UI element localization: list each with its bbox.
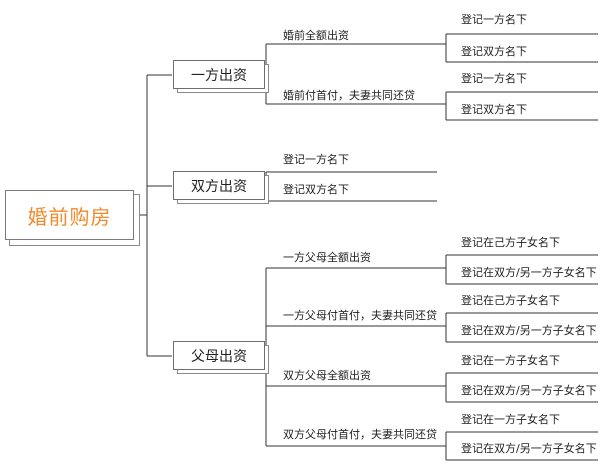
root-node-label: 婚前购房 (27, 204, 112, 229)
leaf-label[interactable]: 登记在己方子女名下 (461, 294, 560, 307)
root-node[interactable]: 婚前购房 (5, 190, 134, 240)
topic-label[interactable]: 登记一方名下 (283, 153, 349, 166)
leaf-label[interactable]: 登记在双方/另一方子女名下 (461, 442, 597, 455)
leaf-label[interactable]: 登记在双方/另一方子女名下 (461, 266, 597, 279)
topic-label[interactable]: 双方父母全额出资 (283, 369, 371, 382)
topic-label[interactable]: 双方父母付首付，夫妻共同还贷 (283, 428, 437, 441)
branch-label: 双方出资 (191, 178, 247, 195)
branch-node-yifang[interactable]: 一方出资 (173, 60, 265, 89)
leaf-label[interactable]: 登记在双方/另一方子女名下 (461, 384, 597, 397)
leaf-label[interactable]: 登记双方名下 (461, 103, 527, 116)
branch-node-fumu[interactable]: 父母出资 (173, 341, 265, 370)
topic-label[interactable]: 登记双方名下 (283, 183, 349, 196)
topic-label[interactable]: 婚前付首付，夫妻共同还贷 (283, 89, 415, 102)
topic-label[interactable]: 一方父母全额出资 (283, 251, 371, 264)
branch-label: 一方出资 (191, 67, 247, 84)
leaf-label[interactable]: 登记在一方子女名下 (461, 413, 560, 426)
branch-node-shuangfang[interactable]: 双方出资 (173, 171, 265, 200)
leaf-label[interactable]: 登记一方名下 (461, 72, 527, 85)
leaf-label[interactable]: 登记在双方/另一方子女名下 (461, 324, 597, 337)
topic-label[interactable]: 一方父母付首付，夫妻共同还贷 (283, 309, 437, 322)
leaf-label[interactable]: 登记一方名下 (461, 13, 527, 26)
branch-label: 父母出资 (191, 348, 247, 365)
leaf-label[interactable]: 登记双方名下 (461, 45, 527, 58)
topic-label[interactable]: 婚前全额出资 (283, 29, 349, 42)
leaf-label[interactable]: 登记在己方子女名下 (461, 236, 560, 249)
leaf-label[interactable]: 登记在一方子女名下 (461, 354, 560, 367)
